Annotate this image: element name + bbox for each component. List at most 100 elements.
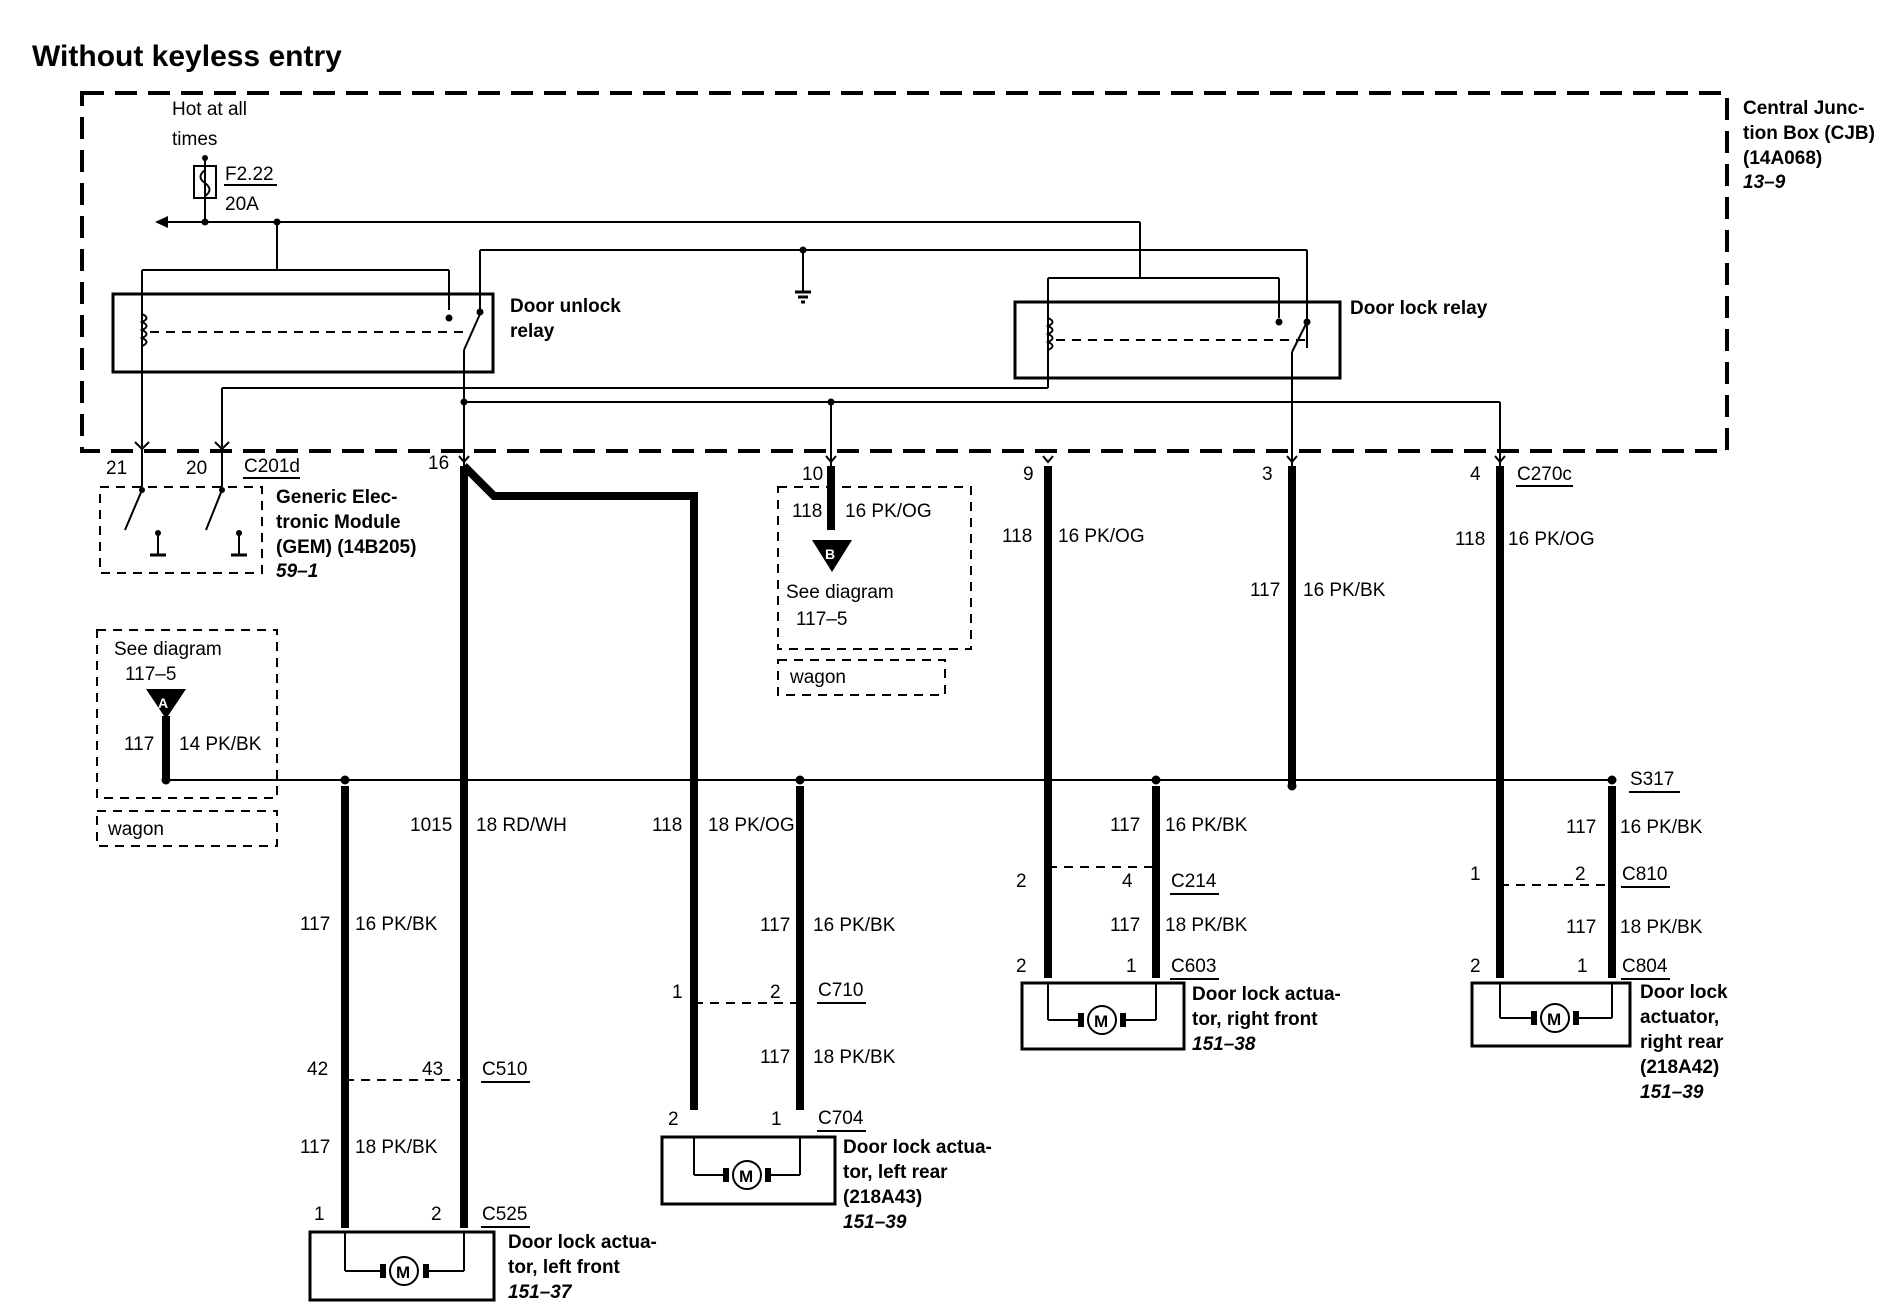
svg-text:C525: C525: [482, 1204, 527, 1225]
svg-text:F2.22: F2.22: [225, 164, 274, 185]
splice-bus-s317: S317: [161, 769, 1680, 793]
svg-text:16 PK/BK: 16 PK/BK: [1165, 815, 1248, 836]
svg-text:C603: C603: [1171, 956, 1216, 977]
svg-text:1015: 1015: [410, 815, 452, 836]
svg-text:A: A: [158, 695, 168, 711]
svg-text:117: 117: [1566, 817, 1596, 838]
svg-text:10: 10: [802, 464, 823, 485]
svg-text:14 PK/BK: 14 PK/BK: [179, 734, 262, 755]
svg-text:1: 1: [771, 1109, 782, 1130]
central-junction-box: [80, 91, 1729, 453]
cjb-label: Central Junc- tion Box (CJB) (14A068) 13…: [1743, 98, 1875, 193]
svg-text:2: 2: [1575, 864, 1586, 885]
svg-text:See diagram: See diagram: [114, 639, 222, 660]
svg-text:B: B: [825, 546, 835, 562]
right-rear-circuit: 118 16 PK/OG 117 16 PK/BK 1 2 C810 117 1…: [1455, 529, 1703, 980]
heavy-circuit-wires: [162, 463, 1616, 1228]
svg-text:Door lock actua-: Door lock actua-: [1192, 984, 1341, 1005]
svg-text:4: 4: [1122, 871, 1133, 892]
door-lock-relay: Door lock relay: [1013, 298, 1488, 466]
svg-text:M: M: [1094, 1012, 1108, 1031]
svg-text:C710: C710: [818, 980, 863, 1001]
svg-text:18 RD/WH: 18 RD/WH: [476, 815, 567, 836]
diagram-title: Without keyless entry: [32, 40, 342, 73]
svg-text:2: 2: [1470, 956, 1481, 977]
svg-text:118: 118: [792, 501, 822, 522]
svg-text:20: 20: [186, 458, 207, 479]
svg-text:2: 2: [668, 1109, 679, 1130]
svg-text:16: 16: [428, 453, 449, 474]
svg-text:117: 117: [300, 914, 330, 935]
svg-text:M: M: [1547, 1010, 1561, 1029]
svg-text:wagon: wagon: [107, 819, 164, 840]
door-lock-actuator-right-rear: M Door lock actuator, right rear (218A42…: [1470, 981, 1728, 1103]
svg-text:117: 117: [300, 1137, 330, 1158]
svg-text:16 PK/OG: 16 PK/OG: [1058, 526, 1145, 547]
svg-text:2: 2: [1016, 956, 1027, 977]
right-front-circuit: 118 16 PK/OG 117 16 PK/BK 117 16 PK/BK 2…: [1002, 526, 1386, 980]
svg-text:Door lock actua-: Door lock actua-: [508, 1232, 657, 1253]
relay-feed-wiring: [141, 218, 1308, 447]
hot-at-all-times-label: Hot at all: [172, 99, 247, 120]
svg-text:16 PK/OG: 16 PK/OG: [1508, 529, 1595, 550]
svg-text:actuator,: actuator,: [1640, 1007, 1719, 1028]
svg-text:18 PK/BK: 18 PK/BK: [355, 1137, 438, 1158]
svg-text:2: 2: [431, 1204, 442, 1225]
svg-text:times: times: [172, 129, 217, 150]
svg-text:M: M: [739, 1167, 753, 1186]
door-lock-relay-label: Door lock relay: [1350, 298, 1488, 319]
svg-text:13–9: 13–9: [1743, 172, 1786, 193]
svg-text:16 PK/BK: 16 PK/BK: [355, 914, 438, 935]
svg-text:151–39: 151–39: [1640, 1082, 1704, 1103]
svg-text:42: 42: [307, 1059, 328, 1080]
svg-text:Generic Elec-: Generic Elec-: [276, 487, 397, 508]
svg-text:117: 117: [1250, 580, 1280, 601]
svg-text:118: 118: [1455, 529, 1485, 550]
svg-text:Central Junc-: Central Junc-: [1743, 98, 1864, 119]
door-unlock-relay: Door unlock relay: [111, 292, 621, 466]
svg-text:(GEM) (14B205): (GEM) (14B205): [276, 537, 416, 558]
svg-text:117: 117: [760, 1047, 790, 1068]
cjb-internal-wiring: [221, 380, 1501, 466]
motor-icon: [1087, 1005, 1117, 1035]
svg-text:117–5: 117–5: [796, 609, 847, 630]
door-lock-actuator-left-front: M Door lock actua- tor, left front 151–3…: [308, 1230, 657, 1303]
generic-electronic-module: Generic Elec- tronic Module (GEM) (14B20…: [99, 449, 416, 582]
svg-text:2: 2: [770, 982, 781, 1003]
svg-text:tor, left front: tor, left front: [508, 1257, 621, 1278]
svg-text:117: 117: [124, 734, 154, 755]
svg-text:tion Box (CJB): tion Box (CJB): [1743, 123, 1875, 144]
svg-text:C704: C704: [818, 1108, 864, 1129]
svg-text:C810: C810: [1622, 864, 1667, 885]
svg-text:117: 117: [1110, 815, 1140, 836]
svg-text:16 PK/BK: 16 PK/BK: [813, 915, 896, 936]
svg-text:3: 3: [1262, 464, 1273, 485]
svg-text:C201d: C201d: [244, 456, 300, 477]
svg-text:C214: C214: [1171, 871, 1217, 892]
svg-text:117: 117: [1110, 915, 1140, 936]
svg-text:C270c: C270c: [1517, 464, 1572, 485]
svg-text:16 PK/BK: 16 PK/BK: [1303, 580, 1386, 601]
svg-text:(218A43): (218A43): [843, 1187, 922, 1208]
svg-text:151–38: 151–38: [1192, 1034, 1256, 1055]
svg-text:Door lock actua-: Door lock actua-: [843, 1137, 992, 1158]
svg-text:Door lock: Door lock: [1640, 982, 1728, 1003]
svg-text:20A: 20A: [225, 194, 259, 215]
svg-text:wagon: wagon: [789, 667, 846, 688]
connector-c270c: 10 9 3 4 C270c: [458, 455, 1573, 487]
svg-text:4: 4: [1470, 464, 1481, 485]
svg-text:117: 117: [760, 915, 790, 936]
svg-text:59–1: 59–1: [276, 561, 318, 582]
svg-text:151–39: 151–39: [843, 1212, 907, 1233]
left-front-circuit: 1015 18 RD/WH 117 16 PK/BK 42 43 C510 11…: [300, 815, 567, 1228]
connector-b-icon: [812, 540, 852, 572]
feed-arrow-icon: [155, 216, 168, 228]
svg-text:relay: relay: [510, 321, 555, 342]
svg-text:117: 117: [1566, 917, 1596, 938]
see-diagram-b: 118 16 PK/OG B See diagram 117–5 wagon: [777, 486, 972, 696]
see-diagram-a: See diagram 117–5 A 117 14 PK/BK wagon: [96, 629, 278, 847]
svg-text:1: 1: [672, 982, 683, 1003]
svg-text:117–5: 117–5: [125, 664, 176, 685]
svg-text:1: 1: [1126, 956, 1137, 977]
